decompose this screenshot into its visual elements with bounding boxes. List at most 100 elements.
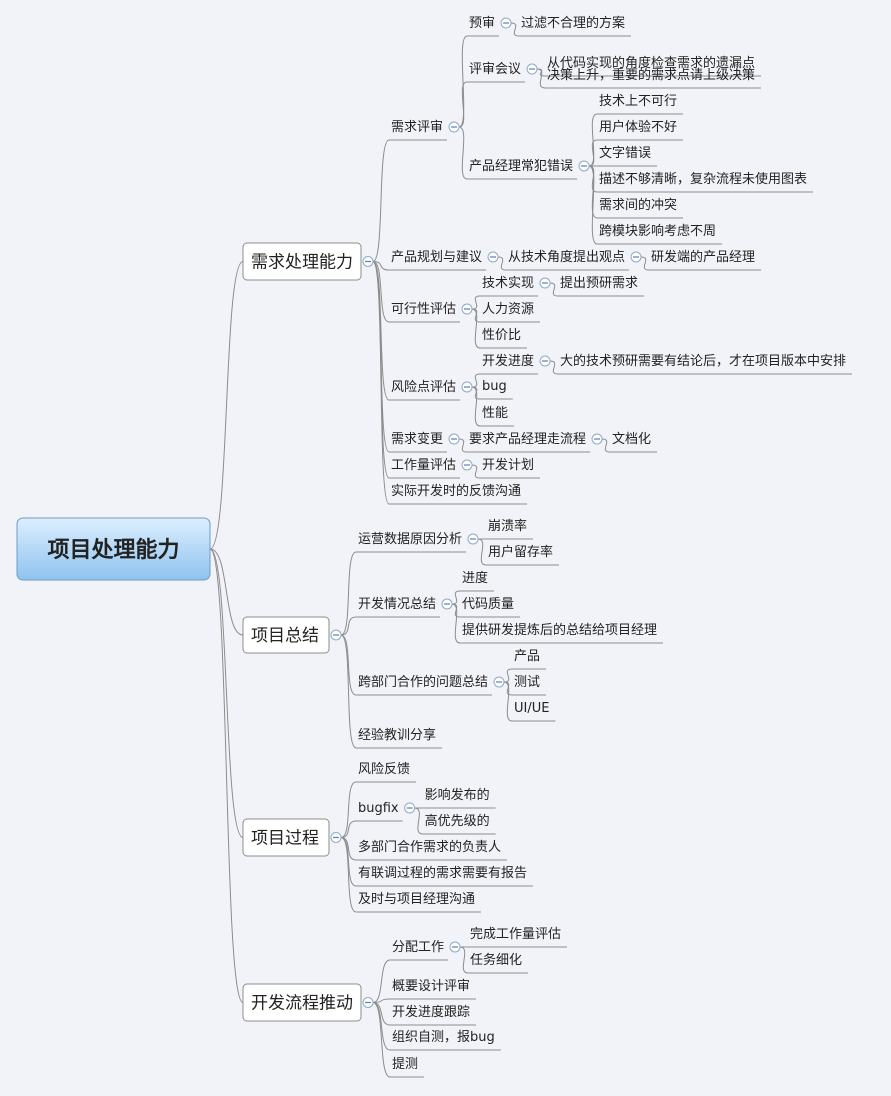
leaf-label[interactable]: 组织自测，报bug [392, 1030, 495, 1045]
leaf-label[interactable]: 性能 [482, 406, 508, 421]
leaf-label[interactable]: 产品 [514, 649, 540, 664]
collapse-icon[interactable] [500, 17, 512, 29]
topic-label[interactable]: 跨部门合作的问题总结 [358, 674, 488, 690]
leaf-label[interactable]: 用户体验不好 [599, 119, 677, 135]
leaf-label[interactable]: 性价比 [482, 328, 521, 343]
leaf-label[interactable]: 影响发布的 [425, 787, 490, 803]
collapse-icon[interactable] [539, 277, 551, 289]
leaf-label[interactable]: 技术上不可行 [599, 94, 677, 109]
leaf-label[interactable]: 经验教训分享 [358, 727, 436, 743]
leaf-label[interactable]: 跨模块影响考虑不周 [599, 223, 716, 239]
collapse-icon[interactable] [449, 941, 461, 953]
branch-label: 需求处理能力 [251, 253, 353, 273]
leaf-label[interactable]: 文字错误 [599, 146, 651, 161]
leaf-label[interactable]: 提出预研需求 [560, 275, 638, 291]
leaf-label[interactable]: UI/UE [514, 701, 549, 716]
collapse-icon[interactable] [362, 256, 374, 267]
topic-label[interactable]: 产品经理常犯错误 [469, 159, 573, 174]
topic-label[interactable]: 从技术角度提出观点 [508, 249, 625, 265]
topic-label[interactable]: 产品规划与建议 [391, 250, 482, 265]
leaf-label[interactable]: 进度 [462, 570, 488, 586]
topic-label[interactable]: 需求变更 [391, 431, 443, 447]
collapse-icon[interactable] [526, 63, 538, 75]
leaf-label[interactable]: 用户留存率 [488, 544, 553, 560]
collapse-icon[interactable] [330, 629, 342, 641]
leaf-label[interactable]: 需求间的冲突 [599, 197, 677, 213]
connector [459, 946, 469, 974]
leaf-label[interactable]: 过滤不合理的方案 [521, 15, 625, 31]
collapse-icon[interactable] [461, 459, 473, 471]
root-node[interactable] [16, 517, 211, 581]
topic-label[interactable]: 可行性评估 [391, 302, 456, 317]
connector [451, 603, 461, 644]
topic-label[interactable]: 开发进度 [482, 353, 534, 369]
collapse-icon[interactable] [467, 533, 479, 545]
topic-label[interactable]: 开发情况总结 [358, 596, 436, 612]
topic-label[interactable]: bugfix [358, 801, 399, 816]
topic-label[interactable]: 预审 [469, 16, 495, 31]
topic-label[interactable]: 评审会议 [469, 62, 521, 77]
collapse-icon[interactable] [461, 303, 473, 315]
leaf-label[interactable]: 研发端的产品经理 [651, 249, 755, 265]
connector [372, 261, 390, 505]
leaf-label[interactable]: 大的技术预研需要有结论后，才在项目版本中安排 [560, 353, 846, 369]
branch-label: 开发流程推动 [251, 994, 353, 1014]
leaf-label[interactable]: 风险反馈 [358, 762, 410, 777]
branch-node[interactable] [242, 983, 362, 1022]
topic-label[interactable]: 工作量评估 [391, 458, 456, 473]
leaf-label[interactable]: 人力资源 [482, 302, 534, 317]
collapse-icon[interactable] [448, 433, 460, 445]
collapse-icon[interactable] [487, 251, 499, 263]
connector [340, 837, 357, 913]
collapse-icon[interactable] [362, 997, 374, 1008]
leaf-label[interactable]: 测试 [514, 675, 540, 690]
leaf-label[interactable]: 崩溃率 [488, 518, 527, 534]
leaf-label[interactable]: 提供研发提炼后的总结给项目经理 [462, 622, 657, 638]
collapse-icon[interactable] [330, 832, 342, 843]
leaf-label[interactable]: 实际开发时的反馈沟通 [391, 483, 521, 499]
topic-label[interactable]: 要求产品经理走流程 [469, 432, 586, 447]
leaf-label[interactable]: 决策上升，重要的需求点请上级决策 [547, 67, 755, 83]
collapse-icon[interactable] [461, 381, 473, 393]
topic-label[interactable]: 风险点评估 [391, 380, 456, 395]
collapse-icon[interactable] [448, 121, 460, 133]
collapse-icon[interactable] [591, 433, 603, 445]
collapse-icon[interactable] [441, 598, 453, 610]
branch-node[interactable] [242, 242, 362, 281]
connector [458, 35, 468, 128]
connector [340, 634, 357, 749]
leaf-label[interactable]: 文档化 [612, 432, 651, 447]
topic-label[interactable]: 技术实现 [482, 276, 534, 291]
leaf-label[interactable]: 开发计划 [482, 457, 534, 473]
leaf-label[interactable]: bug [482, 379, 507, 394]
leaf-label[interactable]: 从代码实现的角度检查需求的遗漏点 [547, 55, 755, 71]
connector [209, 548, 244, 1003]
leaf-label[interactable]: 概要设计评审 [392, 979, 470, 994]
collapse-icon[interactable] [404, 802, 416, 814]
connector [372, 998, 391, 1003]
collapse-icon[interactable] [630, 251, 642, 263]
leaf-label[interactable]: 多部门合作需求的负责人 [358, 839, 501, 855]
leaf-label[interactable]: 描述不够清晰，复杂流程未使用图表 [599, 171, 807, 187]
topic-label[interactable]: 运营数据原因分析 [358, 532, 462, 547]
connector [340, 820, 357, 838]
branch-node[interactable] [242, 818, 330, 857]
leaf-label[interactable]: 有联调过程的需求需要有报告 [358, 865, 527, 881]
leaf-label[interactable]: 提测 [392, 1056, 418, 1072]
branch-node[interactable] [242, 616, 330, 654]
connector [640, 256, 650, 271]
leaf-label[interactable]: 高优先级的 [425, 813, 490, 829]
leaf-label[interactable]: 完成工作量评估 [470, 927, 561, 942]
collapse-icon[interactable] [578, 160, 590, 172]
collapse-icon[interactable] [493, 676, 505, 688]
connector [549, 282, 559, 297]
leaf-label[interactable]: 任务细化 [470, 952, 522, 968]
topic-label[interactable]: 需求评审 [391, 120, 443, 135]
leaf-label[interactable]: 代码质量 [462, 597, 514, 612]
connector [471, 295, 481, 310]
leaf-label[interactable]: 开发进度跟踪 [392, 1004, 470, 1020]
topic-label[interactable]: 分配工作 [392, 940, 444, 955]
collapse-icon[interactable] [539, 355, 551, 367]
leaf-label[interactable]: 及时与项目经理沟通 [358, 892, 475, 907]
